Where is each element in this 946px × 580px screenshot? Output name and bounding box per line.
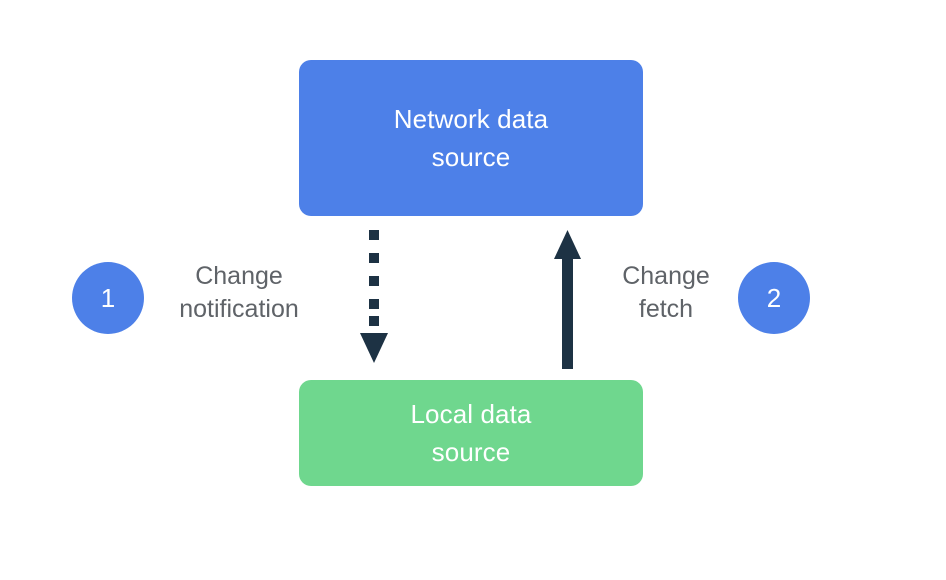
change-fetch-arrow bbox=[554, 230, 581, 369]
step-badge-2[interactable]: 2 bbox=[738, 262, 810, 334]
change-notification-label: Change notification bbox=[179, 262, 299, 323]
change-fetch-label: Change fetch bbox=[622, 262, 710, 323]
change-notification-arrow bbox=[360, 230, 388, 363]
dotted-arrow-dot bbox=[369, 276, 379, 286]
network-data-source-label: Network data source bbox=[393, 104, 549, 172]
network-data-source-node[interactable]: Network data source bbox=[299, 60, 643, 216]
step-badge-1-label: 1 bbox=[100, 283, 116, 313]
solid-arrow-shaft bbox=[562, 252, 573, 369]
dotted-arrow-dot bbox=[369, 230, 379, 240]
step-badge-2-label: 2 bbox=[766, 283, 782, 313]
dotted-arrow-dot bbox=[369, 253, 379, 263]
step-badge-1[interactable]: 1 bbox=[72, 262, 144, 334]
dotted-arrow-dot bbox=[369, 299, 379, 309]
solid-arrow-head bbox=[554, 230, 581, 259]
local-data-source-label: Local data source bbox=[410, 399, 532, 467]
local-data-source-node[interactable]: Local data source bbox=[299, 380, 643, 486]
dotted-arrow-dot bbox=[369, 316, 379, 326]
dotted-arrow-head bbox=[360, 333, 388, 363]
